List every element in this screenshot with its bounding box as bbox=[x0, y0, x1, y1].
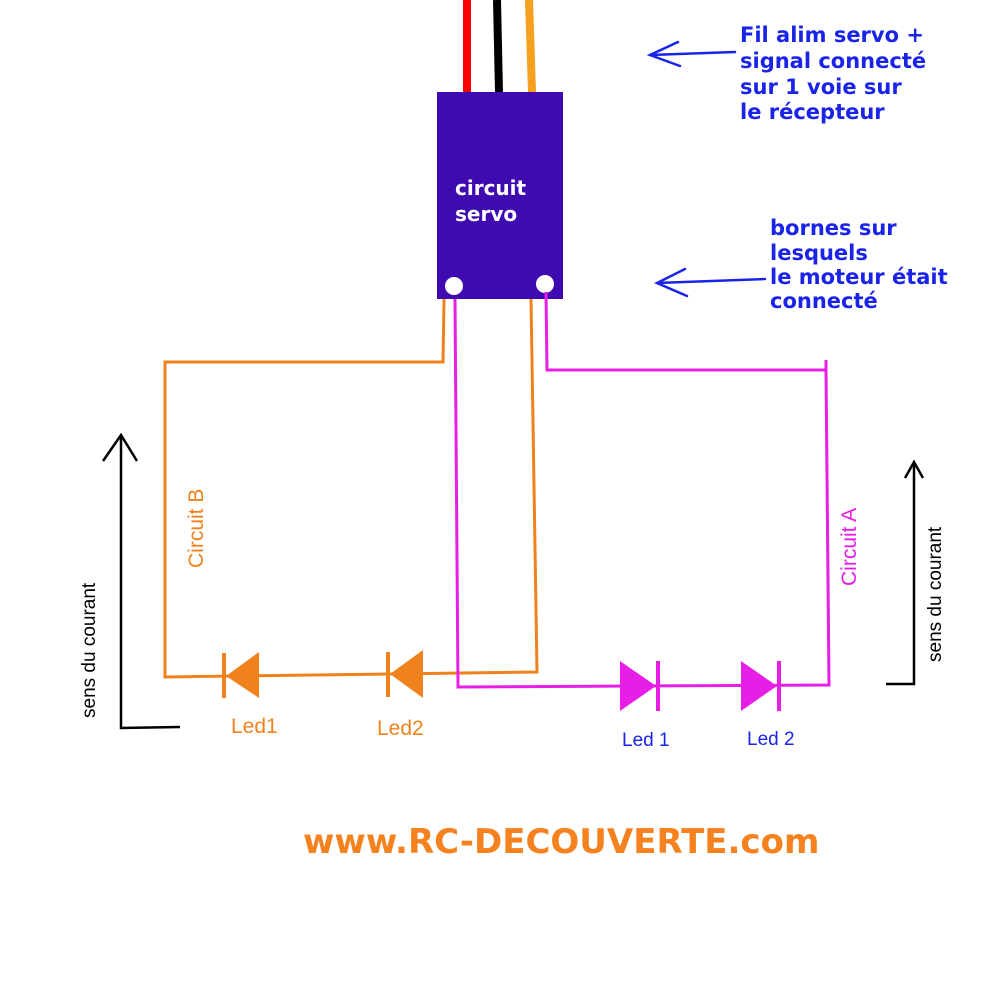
led-a1-diode-icon bbox=[620, 661, 656, 711]
servo-cable bbox=[463, 0, 536, 93]
arrow-up-icon bbox=[101, 432, 181, 730]
circuit-b-led2 bbox=[386, 650, 423, 698]
wire-note-line4: le récepteur bbox=[740, 100, 885, 124]
led-b2-diode-icon bbox=[390, 650, 423, 698]
current-direction-right: sens du courant bbox=[886, 459, 946, 686]
terminal-note-line1: bornes sur bbox=[770, 216, 897, 240]
circuit-a-label: Circuit A bbox=[838, 508, 861, 586]
terminal-note: bornes sur lesquels le moteur était conn… bbox=[770, 216, 948, 313]
wire-note-line1: Fil alim servo + bbox=[740, 23, 924, 47]
circuit-a-led2 bbox=[741, 661, 781, 711]
wire-note-arrow bbox=[646, 40, 737, 68]
arrow-up-icon bbox=[886, 459, 925, 686]
terminal-note-line2: lesquels bbox=[770, 241, 868, 265]
servo-label-line2: servo bbox=[455, 202, 517, 226]
servo-body bbox=[437, 92, 563, 299]
wire-note: Fil alim servo + signal connecté sur 1 v… bbox=[740, 23, 926, 124]
circuit-b-led2-label: Led2 bbox=[377, 717, 424, 740]
circuit-a-led1-label: Led 1 bbox=[622, 730, 670, 751]
servo-circuit-board: circuit servo bbox=[437, 92, 563, 299]
circuit-a-wiring bbox=[453, 291, 831, 689]
terminal-left bbox=[445, 277, 463, 295]
terminal-note-arrow bbox=[654, 267, 767, 298]
website-watermark: www.RC-DECOUVERTE.com bbox=[303, 822, 819, 862]
wire-black bbox=[493, 0, 503, 93]
wire-orange bbox=[525, 0, 536, 93]
led-a2-diode-icon bbox=[741, 661, 777, 711]
current-direction-left-label: sens du courant bbox=[79, 582, 100, 718]
wire-note-line2: signal connecté bbox=[740, 49, 926, 73]
circuit-a-led1 bbox=[620, 661, 660, 711]
led-b1-diode-icon bbox=[226, 652, 259, 698]
wire-note-line3: sur 1 voie sur bbox=[740, 75, 902, 99]
terminal-right bbox=[536, 275, 554, 293]
circuit-b-wiring bbox=[163, 298, 539, 679]
circuit-b-led1 bbox=[222, 652, 259, 698]
servo-label-line1: circuit bbox=[455, 176, 527, 200]
current-direction-left: sens du courant bbox=[79, 432, 181, 730]
circuit-b-led1-label: Led1 bbox=[231, 715, 278, 738]
circuit-b-label: Circuit B bbox=[185, 489, 208, 568]
terminal-note-line4: connecté bbox=[770, 289, 878, 313]
circuit-a-led2-label: Led 2 bbox=[747, 729, 795, 750]
terminal-note-line3: le moteur était bbox=[770, 265, 948, 289]
current-direction-right-label: sens du courant bbox=[925, 526, 946, 662]
